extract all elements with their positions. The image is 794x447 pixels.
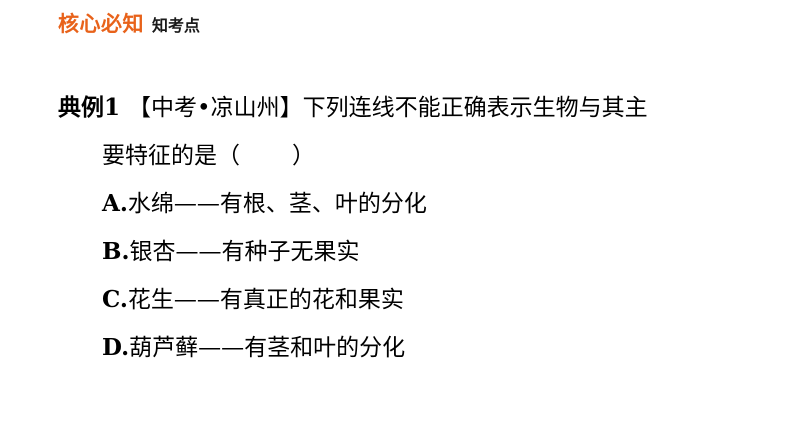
section-header: 核心必知 知考点 (58, 8, 200, 38)
question-stem-part-1: 下列连线不能正确表示生物与其主 (302, 95, 648, 121)
option-letter: D. (102, 334, 130, 361)
option-text: 水绵——有根、茎、叶的分化 (127, 191, 427, 217)
option-text: 银杏——有种子无果实 (129, 239, 360, 265)
option-letter: C. (102, 286, 128, 313)
option-b: B.银杏——有种子无果实 (102, 228, 758, 276)
option-letter: B. (102, 238, 130, 265)
option-a: A.水绵——有根、茎、叶的分化 (102, 180, 758, 228)
option-d: D.葫芦藓——有茎和叶的分化 (102, 324, 758, 372)
option-letter: A. (102, 190, 128, 217)
question-stem-line-1: 典例1 【中考•凉山州】下列连线不能正确表示生物与其主 (58, 84, 758, 132)
option-text: 花生——有真正的花和果实 (127, 287, 404, 313)
question-source: 【中考•凉山州】 (128, 95, 303, 121)
option-c: C.花生——有真正的花和果实 (102, 276, 758, 324)
question-number: 典例1 (58, 94, 121, 121)
header-subtitle: 知考点 (152, 16, 201, 35)
option-text: 葫芦藓——有茎和叶的分化 (129, 335, 406, 361)
question-stem-line-2: 要特征的是（ ） (102, 132, 758, 180)
question-block: 典例1 【中考•凉山州】下列连线不能正确表示生物与其主 要特征的是（ ） A.水绵… (58, 84, 758, 372)
question-paren-close: ） (292, 143, 315, 169)
question-stem-part-2: 要特征的是（ (102, 143, 240, 169)
header-title: 核心必知 (58, 12, 144, 36)
